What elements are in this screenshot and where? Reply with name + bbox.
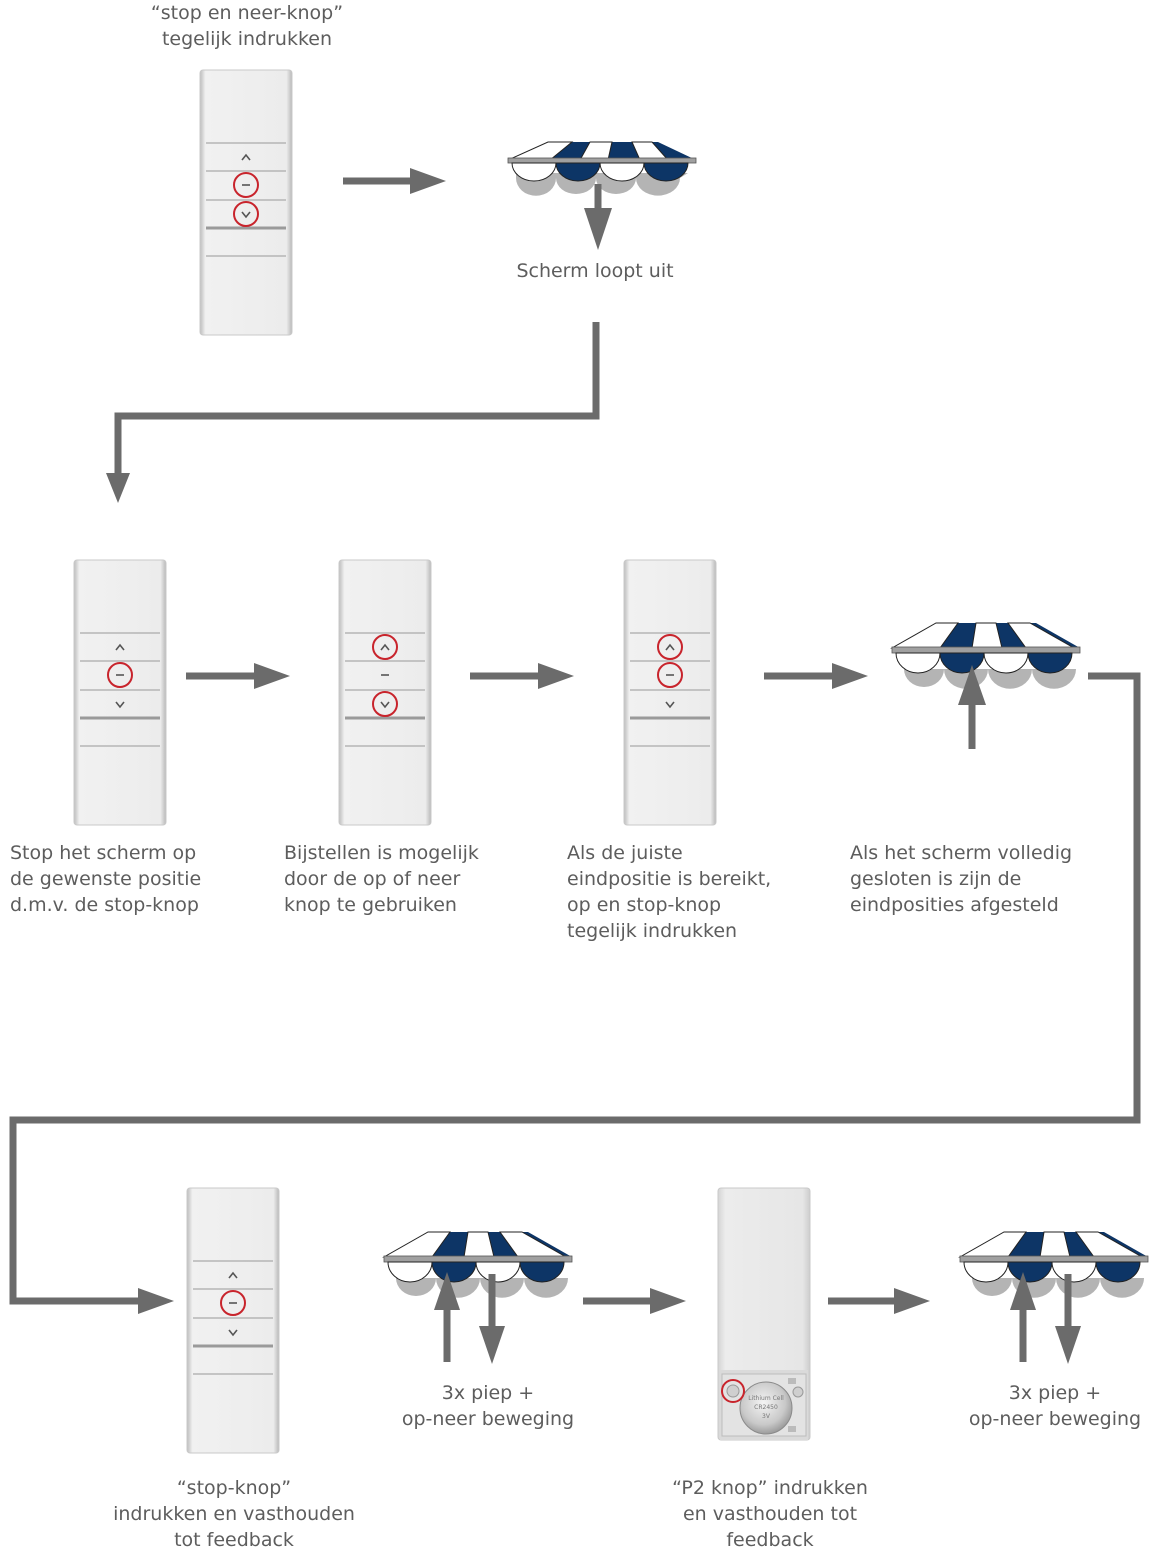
caption-line: “stop-knop” [176, 1477, 292, 1499]
arrow-up-icon [434, 1272, 460, 1310]
down-icon [665, 701, 675, 709]
caption-line: tegelijk indrukken [567, 920, 738, 942]
caption-step1-line1: “stop en neer-knop” [150, 2, 344, 24]
up-icon [241, 153, 251, 161]
highlight-up-circle [657, 634, 683, 660]
caption-line: de gewenste positie [10, 868, 202, 890]
down-icon [380, 701, 390, 709]
highlight-stop-circle [220, 1290, 246, 1316]
caption-done: Als het scherm volledig gesloten is zijn… [850, 840, 1110, 918]
caption-line: indrukken en vasthouden [113, 1503, 355, 1525]
remote-control-4 [623, 559, 717, 826]
battery-label-1: Lithium Cell [748, 1395, 784, 1402]
flow-arrow-2 [186, 663, 290, 689]
flow-arrow-3 [470, 663, 574, 689]
up-icon [228, 1271, 238, 1279]
arrow-down-icon [479, 1326, 505, 1364]
caption-stop-hold: “stop-knop” indrukken en vasthouden tot … [100, 1475, 368, 1553]
caption-line: knop te gebruiken [284, 894, 457, 916]
caption-line: Als het scherm volledig [850, 842, 1073, 864]
caption-line: gesloten is zijn de [850, 868, 1022, 890]
flow-arrow-6 [828, 1288, 930, 1314]
highlight-stop-circle [107, 662, 133, 688]
caption-p2-hold: “P2 knop” indrukken en vasthouden tot fe… [640, 1475, 900, 1553]
caption-confirm: Als de juiste eindpositie is bereikt, op… [567, 840, 817, 944]
caption-line: en vasthouden tot [682, 1503, 858, 1525]
caption-line: Bijstellen is mogelijk [284, 842, 479, 864]
battery-coin-icon [739, 1381, 793, 1435]
p2-button-icon [726, 1384, 740, 1398]
remote-back-with-battery: Lithium Cell CR2450 3V [717, 1187, 811, 1441]
flow-arrow-5 [583, 1288, 686, 1314]
caption-line: 3x piep + [441, 1382, 535, 1404]
caption-line: op en stop-knop [567, 894, 722, 916]
arrow-down-icon [1055, 1326, 1081, 1364]
arrow-down-icon [584, 208, 612, 250]
result-text: Scherm loopt uit [516, 260, 674, 282]
caption-line: op-neer beweging [401, 1408, 575, 1430]
up-icon [665, 643, 675, 651]
awning-icon-1 [507, 141, 697, 250]
highlight-stop-circle [233, 172, 259, 198]
caption-line: “P2 knop” indrukken [672, 1477, 868, 1499]
caption-line: d.m.v. de stop-knop [10, 894, 199, 916]
awning-icon-3 [382, 1231, 573, 1364]
caption-adjust: Bijstellen is mogelijk door de op of nee… [284, 840, 534, 918]
battery-label-3: 3V [762, 1413, 771, 1420]
caption-line: 3x piep + [1008, 1382, 1102, 1404]
caption-feedback-a: 3x piep + op-neer beweging [378, 1380, 598, 1432]
caption-step1-line2: tegelijk indrukken [161, 28, 333, 50]
caption-stop: Stop het scherm op de gewenste positie d… [10, 840, 250, 918]
caption-line: feedback [726, 1529, 814, 1551]
highlight-down-circle [372, 691, 398, 717]
caption-line: Als de juiste [567, 842, 683, 864]
result-label: Scherm loopt uit [480, 258, 710, 284]
remote-control-5 [186, 1187, 280, 1454]
caption-line: tot feedback [174, 1529, 294, 1551]
down-icon [228, 1329, 238, 1337]
caption-feedback-b: 3x piep + op-neer beweging [945, 1380, 1150, 1432]
awning-icon-2 [890, 622, 1081, 749]
highlight-p2-circle [721, 1379, 745, 1403]
flow-arrow-1 [343, 168, 446, 194]
connector-arrow-1 [106, 322, 600, 503]
caption-line: door de op of neer [284, 868, 461, 890]
highlight-stop-circle [657, 662, 683, 688]
remote-control-2 [73, 559, 167, 826]
remote-control-3 [338, 559, 432, 826]
connector-arrow-2 [9, 672, 1141, 1314]
down-icon [115, 701, 125, 709]
up-icon [380, 643, 390, 651]
caption-line: eindpositie is bereikt, [567, 868, 772, 890]
highlight-up-circle [372, 634, 398, 660]
arrow-up-icon [958, 665, 986, 705]
highlight-down-circle [233, 201, 259, 227]
arrow-up-icon [1010, 1272, 1036, 1310]
awning-icon-4 [958, 1231, 1149, 1364]
caption-line: op-neer beweging [968, 1408, 1142, 1430]
caption-step1: “stop en neer-knop” tegelijk indrukken [122, 0, 372, 52]
battery-label-2: CR2450 [754, 1404, 778, 1411]
caption-line: eindposities afgesteld [850, 894, 1059, 916]
flow-arrow-4 [764, 663, 868, 689]
down-icon [241, 211, 251, 219]
remote-control-1 [199, 69, 293, 336]
up-icon [115, 643, 125, 651]
caption-line: Stop het scherm op [10, 842, 197, 864]
